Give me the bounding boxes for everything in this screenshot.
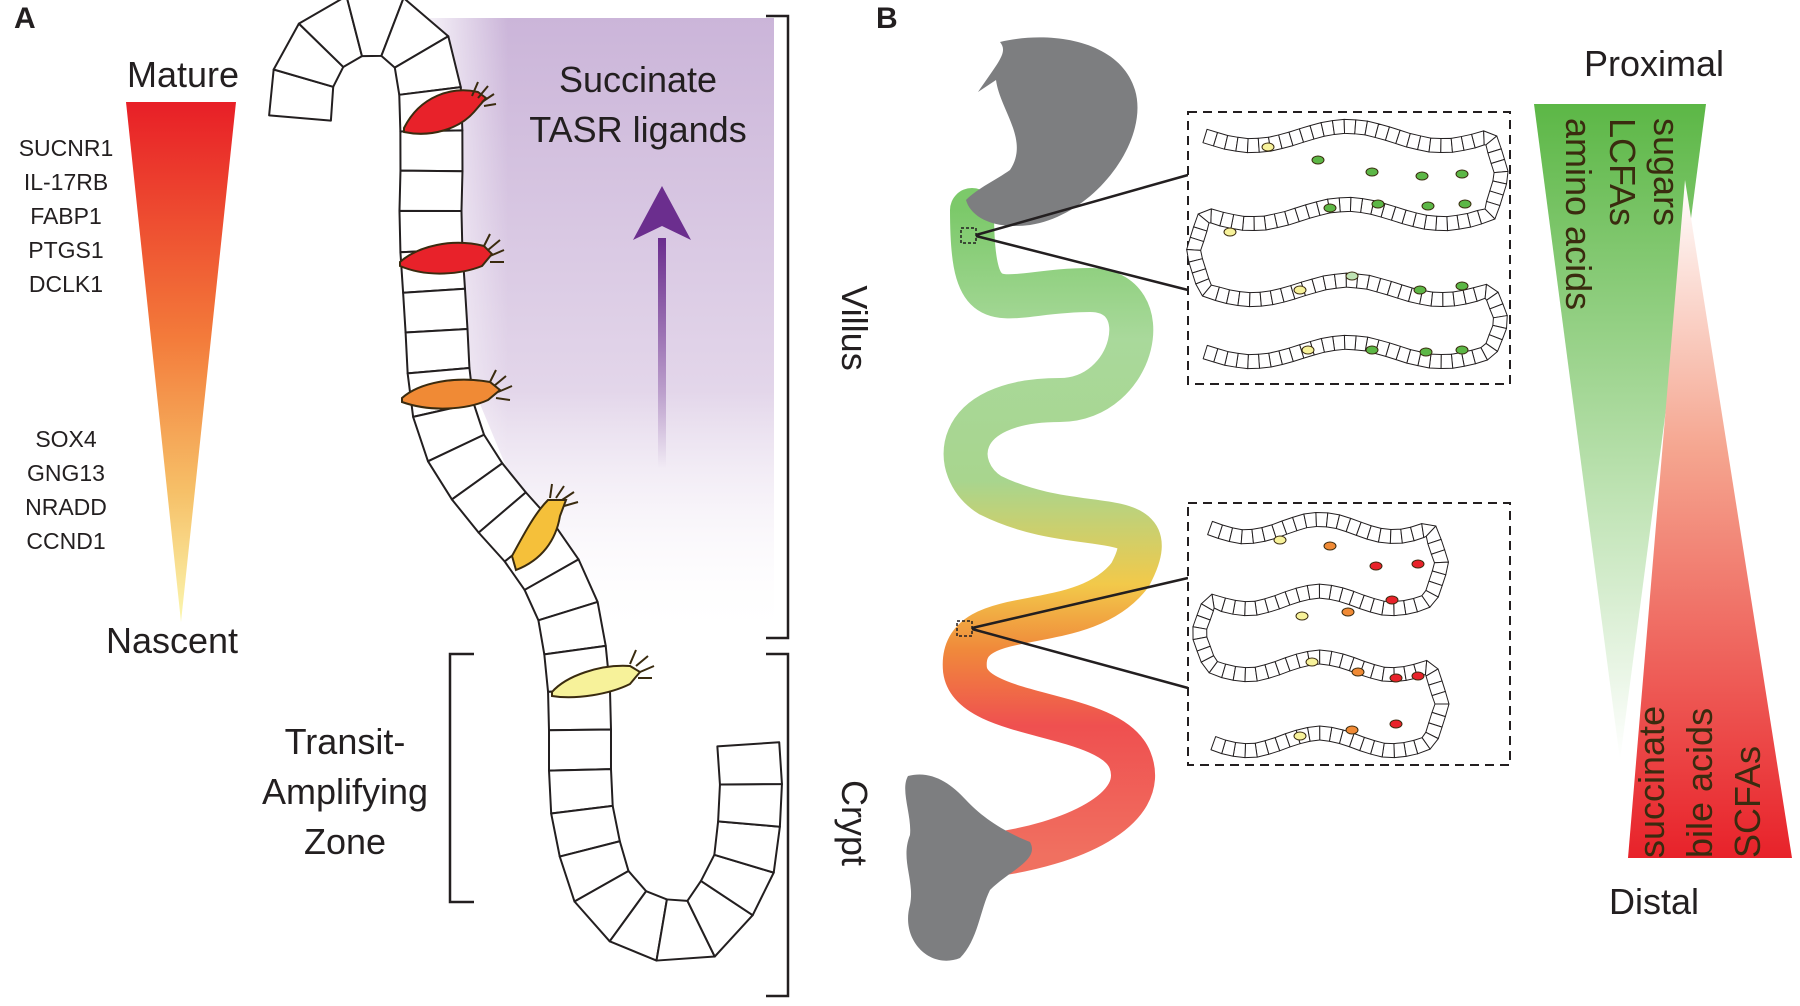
proximal-zoom-line-bottom [975,234,1189,292]
distal-zoom-line-top [971,576,1189,630]
crypt-bracket [766,652,790,998]
intestine-tube [942,188,1162,877]
colon-shape [905,774,1032,961]
nutrient-amino-acids: amino acids [1558,118,1599,310]
mature-marker-list: SUCNR1 IL-17RB FABP1 PTGS1 DCLK1 [19,135,114,297]
marker-fabp1: FABP1 [30,203,102,229]
proximal-nutrient-list: sugars LCFAs amino acids [1558,118,1687,310]
tuft-cell-nascent [551,649,655,699]
nascent-marker-list: SOX4 GNG13 NRADD CCND1 [25,426,107,554]
mature-label: Mature [127,54,239,95]
tuft-cell-yellow [510,483,579,572]
marker-il17rb: IL-17RB [24,169,108,195]
ta-zone-line2: Amplifying [262,771,428,812]
panel-a-label: A [14,2,36,35]
maturity-gradient-wedge [126,102,236,622]
distal-nutrient-list: succinate bile acids SCFAs [1631,706,1768,858]
nutrient-succinate: succinate [1631,706,1672,858]
marker-dclk1: DCLK1 [29,271,103,297]
ta-zone-bracket [448,652,474,904]
nutrient-lcfas: LCFAs [1602,118,1643,226]
proximal-sample-marker [960,227,977,244]
tuft-cell-mature-1 [403,81,497,135]
marker-sucnr1: SUCNR1 [19,135,114,161]
ligand-label-line2: TASR ligands [529,109,746,150]
distal-label: Distal [1609,881,1699,922]
tuft-cell-orange [401,369,513,410]
proximal-zoom-line-top [975,173,1189,237]
tuft-cell-mature-2 [399,233,505,275]
marker-sox4: SOX4 [35,426,97,452]
distal-inset-epithelium [1192,511,1450,759]
stomach-shape [966,37,1138,226]
ligand-arrow-shaft [658,238,666,468]
ta-zone-line3: Zone [304,821,386,862]
ligand-label-line1: Succinate [559,59,717,100]
marker-ptgs1: PTGS1 [28,237,103,263]
ligand-arrow-head [633,186,691,240]
villus-bracket [766,14,790,640]
marker-ccnd1: CCND1 [26,528,105,554]
distal-nutrient-wedge [1628,180,1792,858]
marker-gng13: GNG13 [27,460,105,486]
nutrient-scfas: SCFAs [1727,746,1768,858]
ta-zone-line1: Transit- [285,721,406,762]
villus-label: Villus [834,285,875,370]
proximal-nutrient-wedge [1534,104,1706,760]
nutrient-bile-acids: bile acids [1679,708,1720,858]
crypt-label: Crypt [834,780,875,866]
marker-nradd: NRADD [25,494,107,520]
distal-sample-marker [956,620,973,637]
distal-inset-box [1187,502,1511,766]
distal-zoom-line-bottom [971,627,1189,690]
nascent-label: Nascent [106,620,238,661]
proximal-inset-epithelium [1186,118,1509,370]
panel-b-label: B [876,2,898,35]
nutrient-sugars: sugars [1646,118,1687,226]
proximal-label: Proximal [1584,43,1724,84]
